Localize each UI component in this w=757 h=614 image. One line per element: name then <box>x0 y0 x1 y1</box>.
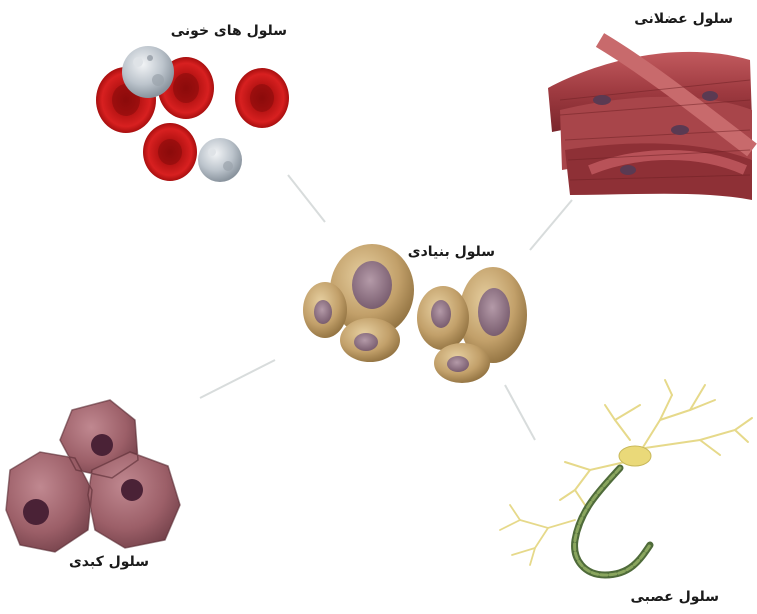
white-blood-cell <box>198 138 242 182</box>
connector-nerve <box>505 385 535 440</box>
liver-cells-illustration <box>6 400 180 552</box>
red-blood-cell <box>235 68 289 128</box>
label-stem-cell: سلول بنیادی <box>408 245 495 259</box>
stem-cell <box>417 286 469 350</box>
red-blood-cell <box>143 123 197 181</box>
stem-cell <box>303 282 347 338</box>
white-blood-cell <box>122 46 174 98</box>
liver-nucleus <box>23 499 49 525</box>
blood-cells-illustration <box>96 46 289 182</box>
label-nerve-cell: سلول عصبی <box>630 590 719 604</box>
nerve-cell-body <box>619 446 651 466</box>
label-liver-cell: سلول کبدی <box>69 555 149 569</box>
muscle-nucleus <box>671 125 689 135</box>
connector-blood <box>288 175 325 222</box>
liver-nucleus <box>121 479 143 501</box>
nerve-cell-illustration <box>500 380 752 575</box>
stem-cells-illustration <box>303 244 527 383</box>
liver-nucleus <box>91 434 113 456</box>
muscle-nucleus <box>702 91 718 101</box>
label-muscle-cell: سلول عضلانی <box>634 12 733 26</box>
stem-cell <box>434 343 490 383</box>
stem-cell <box>340 318 400 362</box>
connector-muscle <box>530 200 572 250</box>
muscle-nucleus <box>593 95 611 105</box>
label-blood-cells: سلول های خونی <box>171 24 287 38</box>
muscle-nucleus <box>620 165 636 175</box>
muscle-cells-illustration <box>548 40 752 200</box>
connector-liver <box>200 360 275 398</box>
